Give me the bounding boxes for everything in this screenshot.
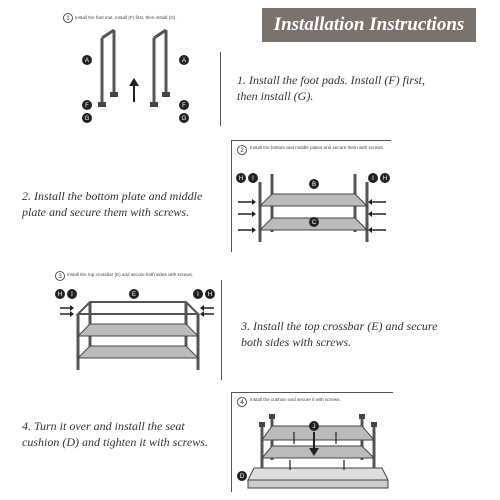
step-2-number: 2 [240,148,244,154]
step-3-panel: 3 H I E I H Install the top crossbar (E)… [54,270,220,380]
part-label-g: G [85,116,90,122]
part-label-f: F [85,103,89,109]
step-1-diagram: 1 A A F G F G [63,13,189,123]
step-4-panel-text: Install the cushion and secure it with s… [250,397,341,402]
part-label-h-3: H [58,292,62,298]
part-label-h: H [239,176,243,182]
part-label-i-right: I [372,176,374,182]
step-2-panel-text: Install the bottom and middle plates and… [250,145,385,150]
part-label-i-3: I [71,292,73,298]
step-1-caption: 1. Install the foot pads. Install (F) fi… [237,73,425,103]
part-label-i-3-right: I [197,292,199,298]
part-label-b: B [312,182,316,188]
step-2-top-divider [231,140,391,141]
part-label-e: E [132,292,136,298]
step-3-panel-text: Install the top crossbar (E) and secure … [67,272,194,277]
step-1-panel: 1 A A F G F G Install the foot mat. Inst… [62,12,222,130]
step-4-divider [231,392,232,492]
title-banner: Installation Instructions [262,8,476,42]
part-label-i: I [252,176,254,182]
step-3-divider [221,280,222,380]
step-1-divider [220,52,221,126]
step-2-diagram: 2 H I I H B C [236,145,390,242]
step-4-diagram: 4 J D [237,397,389,489]
page-title: Installation Instructions [273,14,465,35]
step-2-caption: 2. Install the bottom plate and middle p… [22,189,203,219]
step-2-divider [231,140,232,252]
part-label-j: J [313,424,316,430]
part-label-c: C [312,220,317,226]
part-label-a-right: A [182,58,186,64]
part-label-h-right: H [383,176,387,182]
part-label-f-right: F [182,103,186,109]
step-3-diagram: 3 H I E I H [55,271,215,370]
step-1-panel-text: Install the foot mat. Install (F) first,… [75,15,177,20]
step-4-panel: 4 J D Install the cushion and secure it … [232,394,394,494]
step-4-number: 4 [240,400,244,406]
part-label-h-3-right: H [208,292,212,298]
part-label-d: D [240,474,245,480]
step-3-caption: 3. Install the top crossbar (E) and secu… [241,319,438,349]
step-2-panel: 2 H I I H B C Install the bottom and mid… [232,142,392,252]
step-4-top-divider [231,392,393,393]
step-4-caption: 4. Turn it over and install the seat cus… [22,419,208,449]
step-1-number: 1 [66,16,70,22]
step-3-number: 3 [58,274,62,280]
part-label-g-right: G [182,116,187,122]
part-label-a: A [85,58,89,64]
